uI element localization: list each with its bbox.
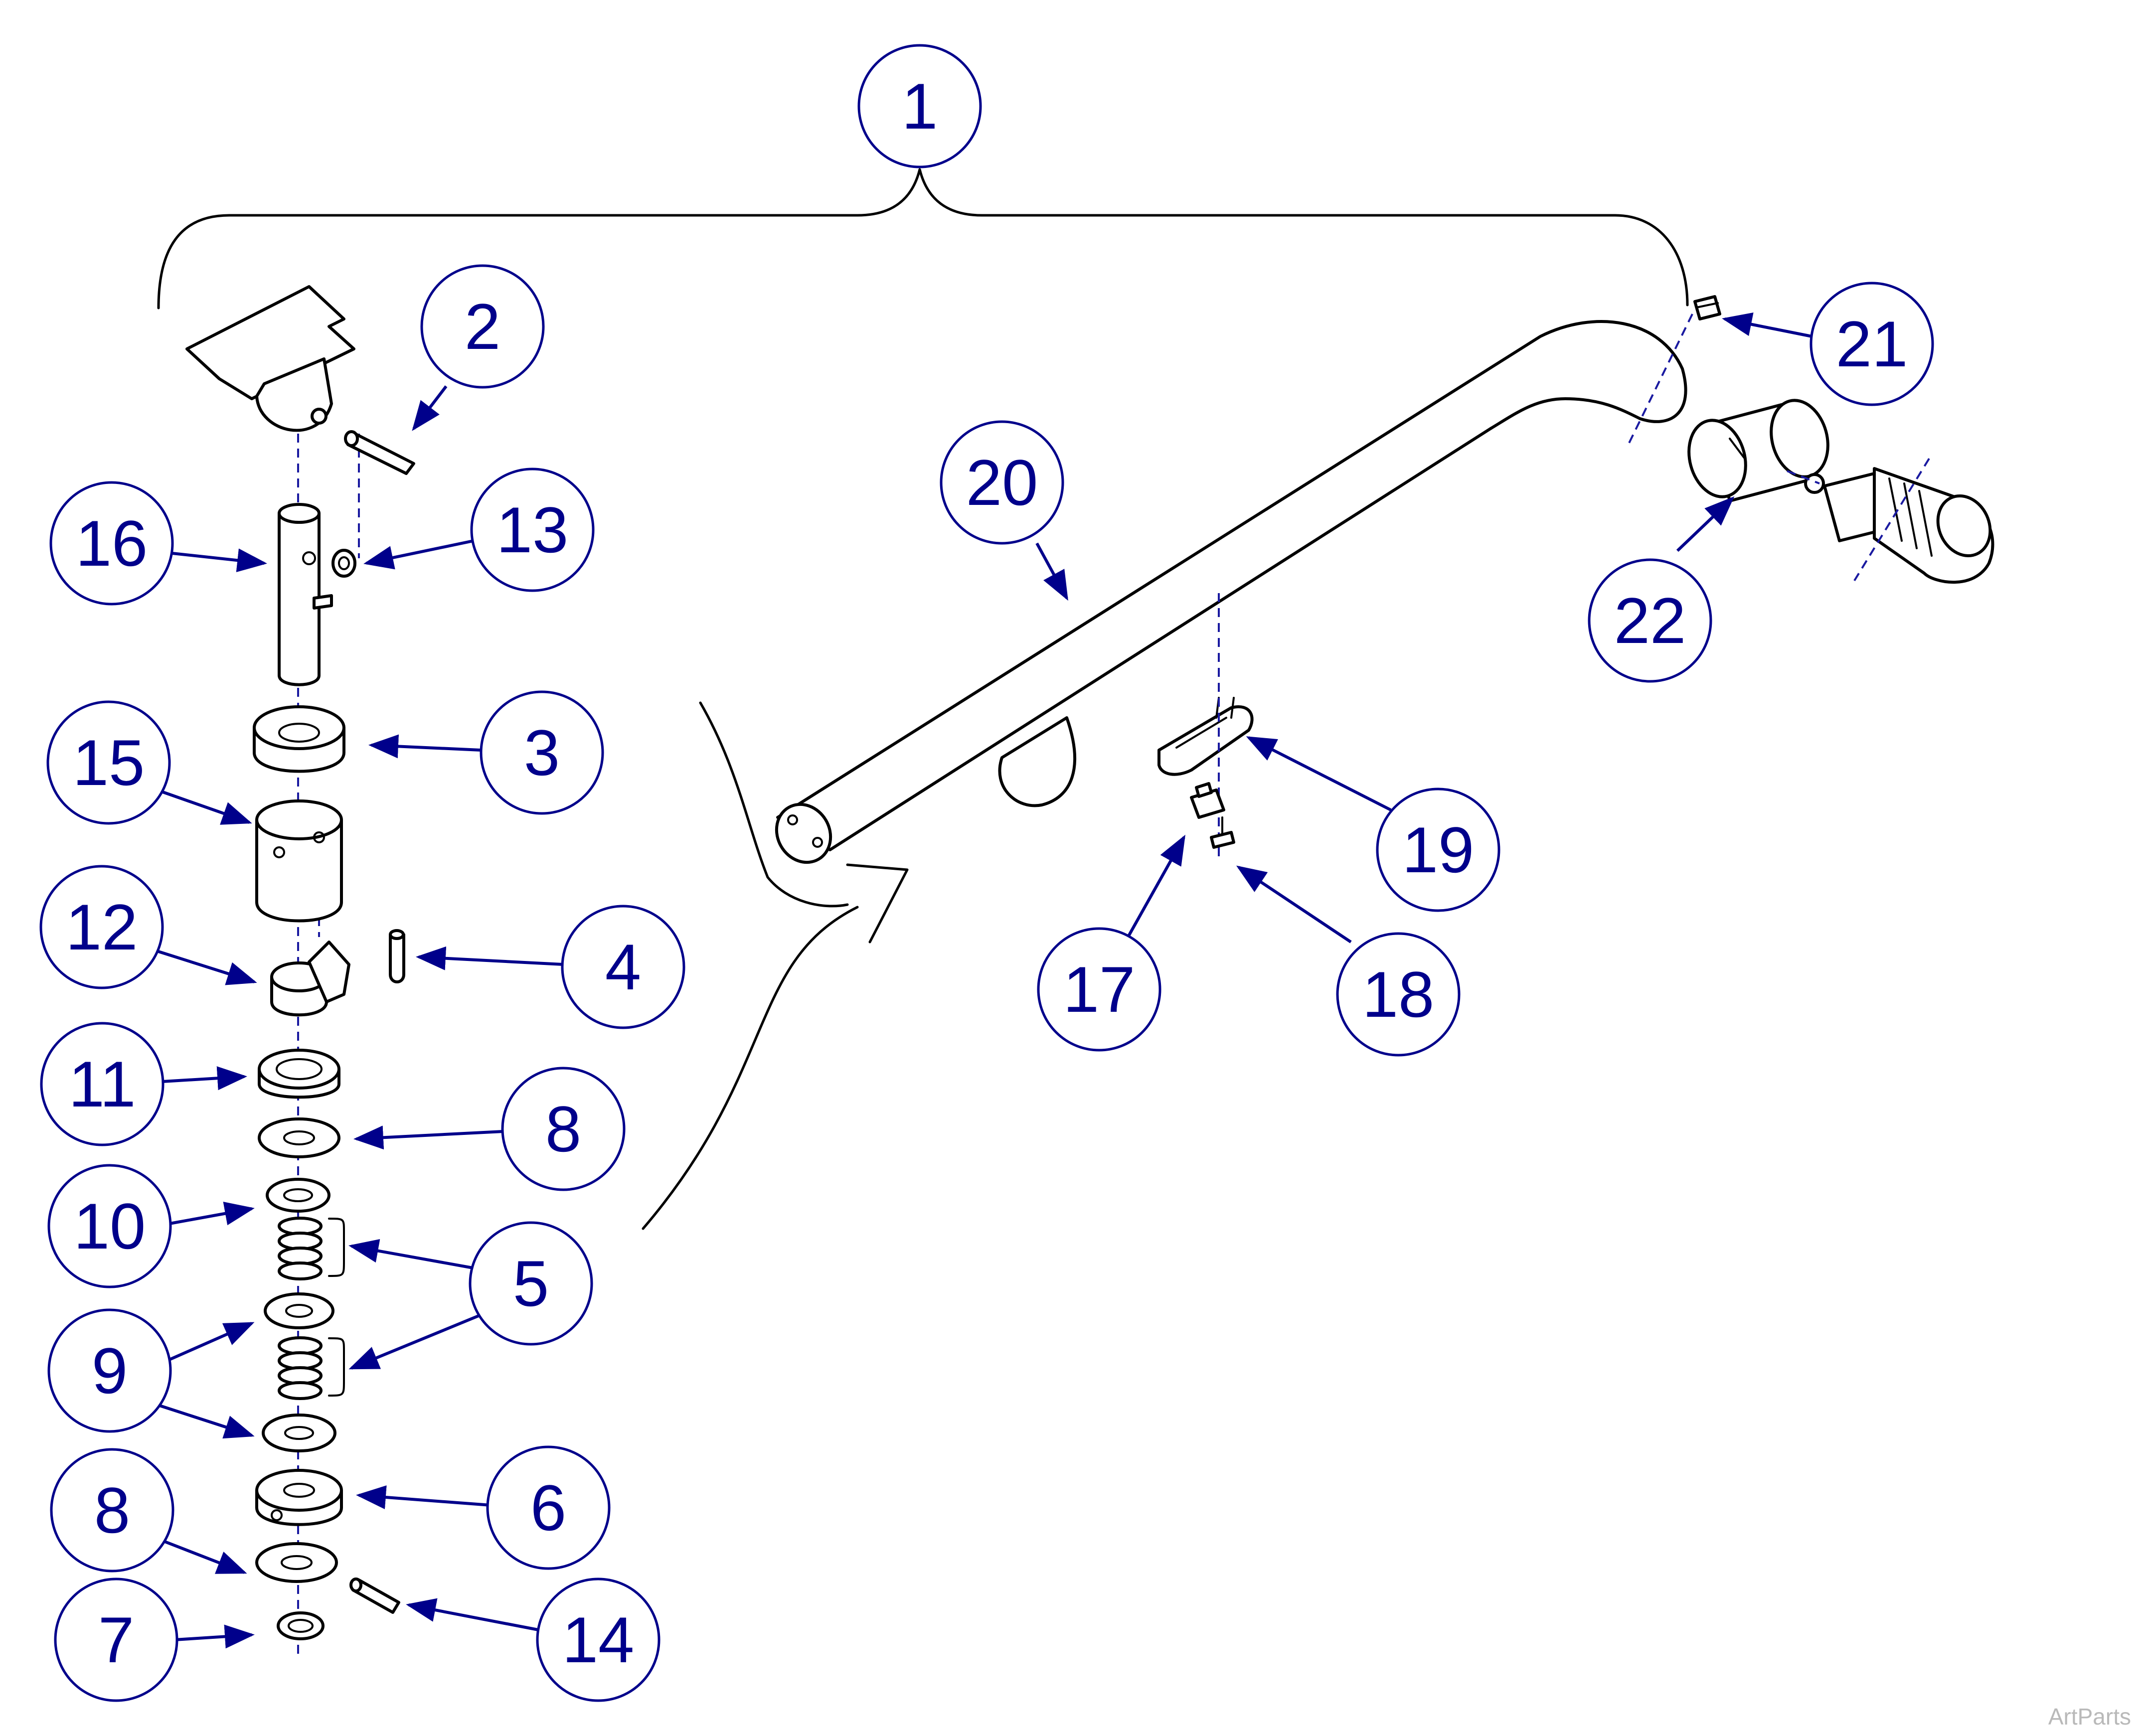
cam-part-12 (270, 941, 350, 1017)
callout-4-label: 4 (605, 931, 641, 1003)
callout-3: 3 (480, 690, 604, 815)
callout-18: 18 (1336, 932, 1461, 1057)
callout-7-label: 7 (98, 1603, 134, 1676)
callout-21: 21 (1810, 282, 1934, 406)
callout-12-label: 12 (66, 891, 138, 963)
callout-16: 16 (49, 481, 174, 606)
washer-part-8-upper (258, 1117, 340, 1158)
callout-1: 1 (857, 44, 982, 168)
pin-part-14 (349, 1578, 400, 1614)
callout-17-label: 17 (1063, 953, 1136, 1026)
callout-10-label: 10 (74, 1190, 146, 1263)
bearing-part-11 (258, 1049, 340, 1099)
callout-11-label: 11 (69, 1048, 136, 1120)
callout-11: 11 (40, 1022, 165, 1146)
connector-axis (1787, 470, 1820, 484)
screw-part-18 (1210, 816, 1235, 849)
callout-7: 7 (54, 1578, 178, 1702)
callout-8-lower-label: 8 (94, 1474, 130, 1547)
callout-16-label: 16 (76, 507, 148, 580)
callout-20-label: 20 (966, 446, 1038, 519)
leader-lines (152, 313, 1812, 1649)
sleeve-part-22 (1687, 399, 1829, 502)
callout-3-label: 3 (524, 716, 560, 789)
callout-8-upper-label: 8 (545, 1093, 581, 1165)
callout-19: 19 (1376, 788, 1500, 912)
flow-arrow-curve (642, 906, 859, 1230)
callout-5: 5 (469, 1221, 593, 1346)
callout-14: 14 (536, 1578, 660, 1702)
callout-13: 13 (470, 468, 595, 592)
retaining-ring-part-7 (277, 1611, 325, 1640)
shaft-part-16 (278, 503, 333, 686)
washer-part-9-upper (264, 1292, 334, 1329)
callout-15-label: 15 (73, 726, 145, 799)
watermark-text: ArtParts (2048, 1704, 2131, 1730)
callout-22-label: 22 (1614, 584, 1686, 657)
callout-6: 6 (486, 1445, 611, 1570)
callout-20: 20 (940, 420, 1064, 545)
callout-9: 9 (47, 1308, 172, 1433)
callout-2: 2 (420, 264, 545, 389)
callout-6-label: 6 (530, 1471, 566, 1544)
callout-5-label: 5 (513, 1247, 549, 1320)
mounting-bracket (185, 285, 355, 432)
washer-part-8-lower (255, 1542, 338, 1583)
spring-stack-part-5-lower (278, 1336, 345, 1400)
clip-part-17 (1190, 782, 1225, 819)
connector-cross-axis (1853, 458, 1930, 582)
callout-21-label: 21 (1836, 308, 1908, 380)
callout-1-label: 1 (902, 70, 938, 143)
housing-part-15 (255, 799, 343, 923)
callout-8-upper: 8 (501, 1067, 626, 1191)
callout-15: 15 (46, 700, 171, 825)
collar-part-3 (253, 705, 345, 773)
cover-part-19 (1157, 697, 1254, 776)
set-screw-part-21 (1693, 295, 1721, 320)
clip-part-13 (331, 549, 356, 578)
washer-part-10 (266, 1178, 330, 1213)
callout-22: 22 (1588, 558, 1712, 683)
washer-part-9-lower (262, 1414, 336, 1452)
collar-part-6 (255, 1469, 343, 1526)
callout-4: 4 (561, 905, 685, 1029)
callout-19-label: 19 (1402, 813, 1475, 886)
arm-tube-part-20 (775, 320, 1687, 864)
callout-18-label: 18 (1362, 958, 1435, 1031)
callout-10: 10 (47, 1164, 172, 1288)
callout-13-label: 13 (496, 493, 569, 566)
assembly-brace (157, 168, 1689, 310)
flow-arrow-head (846, 863, 909, 944)
callout-17: 17 (1037, 927, 1161, 1052)
flow-arrow-curve-upper (699, 701, 849, 908)
pin-part-4 (389, 929, 405, 983)
arm-end-axis (1627, 314, 1693, 447)
callout-2-label: 2 (465, 290, 500, 363)
spring-stack-part-5-upper (278, 1217, 345, 1280)
handpiece-connector (1804, 467, 1994, 584)
roll-pin-part-2 (344, 430, 415, 475)
callout-14-label: 14 (562, 1603, 635, 1676)
callout-8-lower: 8 (50, 1448, 174, 1573)
callout-12: 12 (39, 865, 164, 989)
callout-9-label: 9 (92, 1334, 128, 1407)
